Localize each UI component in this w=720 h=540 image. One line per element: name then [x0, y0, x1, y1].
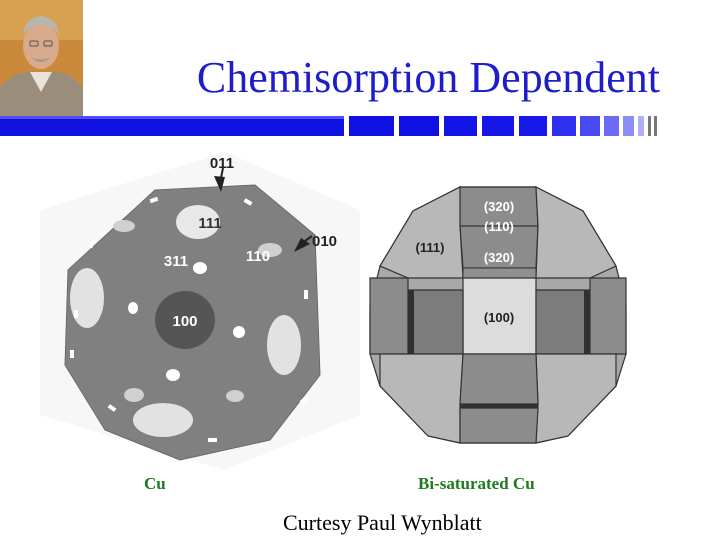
- portrait-photo: [0, 0, 83, 120]
- caption-bi-saturated-cu: Bi-saturated Cu: [418, 474, 535, 493]
- facet-111-spot: [176, 205, 220, 239]
- label-010: 010: [312, 233, 337, 250]
- label-110: 110: [246, 248, 270, 265]
- label-011: 011: [210, 155, 234, 172]
- facet-100-spot: [155, 291, 215, 349]
- label-100: 100: [172, 313, 197, 330]
- bi-saturated-cu-shape-diagram: (320) (110) (320) (111) (100): [369, 186, 627, 444]
- label-320-top: (320): [484, 199, 514, 214]
- label-110: (110): [484, 219, 514, 234]
- arrow-011: [214, 176, 225, 192]
- label-320-mid: (320): [484, 250, 514, 265]
- cu-crystal-shape-diagram: 011 111 010 110 311 100: [40, 152, 360, 470]
- title-underline-bar: [0, 116, 657, 136]
- label-311: 311: [164, 253, 188, 270]
- caption-cu: Cu: [144, 474, 166, 493]
- label-111: (111): [416, 240, 445, 255]
- label-100: (100): [484, 310, 514, 325]
- credit-text: Curtesy Paul Wynblatt: [283, 510, 482, 535]
- slide-title: Chemisorption Dependent: [196, 53, 660, 102]
- label-111: 111: [198, 215, 221, 232]
